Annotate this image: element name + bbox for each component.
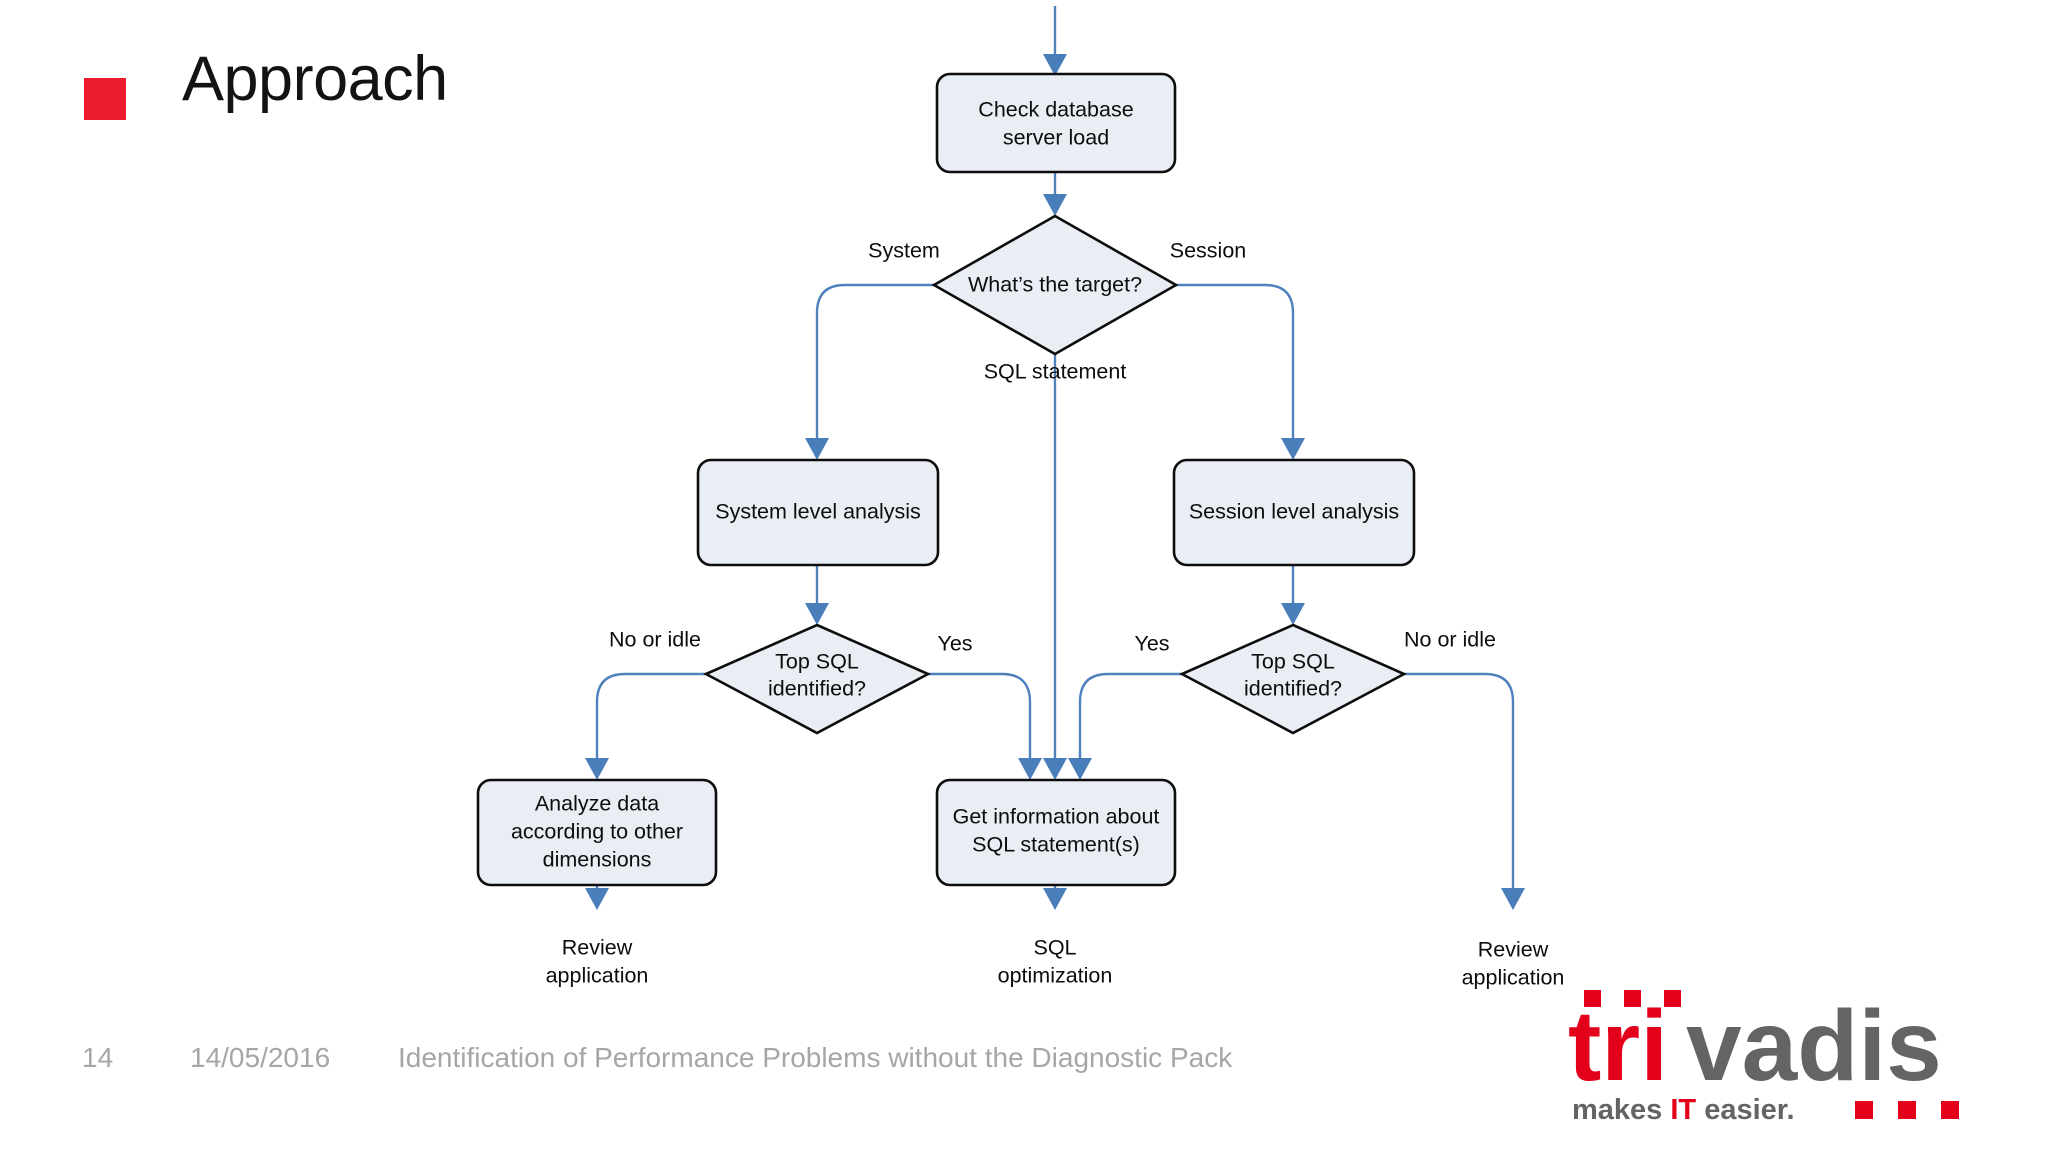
- node-label-line: identified?: [1244, 677, 1342, 701]
- edge-get-info-to-sql-optimization: [1043, 885, 1067, 910]
- footer-date: 14/05/2016: [190, 1042, 331, 1073]
- edge-top-sql-left-yes-to-get-info: [922, 672, 1042, 780]
- node-review-application-right: Review application: [1462, 938, 1565, 990]
- logo-tagline-post: easier.: [1696, 1094, 1794, 1126]
- node-label-line: Top SQL: [1251, 650, 1335, 674]
- edge-check-load-to-target-decision: [1043, 172, 1067, 216]
- terminal-label-line: optimization: [998, 964, 1113, 988]
- logo-tagline-accent: IT: [1670, 1094, 1696, 1126]
- node-label-line: server load: [1003, 126, 1109, 150]
- node-check-database-server-load[interactable]: Check database server load: [935, 72, 1177, 174]
- edge-entry-to-check-load: [1043, 6, 1067, 76]
- logo-dot-square: [1664, 990, 1681, 1007]
- node-label-line: Get information about: [953, 805, 1160, 829]
- slide-footer: 14 14/05/2016 Identification of Performa…: [0, 1020, 2048, 1152]
- edge-label-right-no-or-idle: No or idle: [1404, 628, 1496, 652]
- edge-target-to-system-analysis: [805, 283, 944, 460]
- logo-wordmark-red: tri: [1568, 990, 1668, 1102]
- node-label-line: Session level analysis: [1189, 500, 1399, 524]
- node-system-level-analysis[interactable]: System level analysis: [696, 458, 940, 567]
- footer-subject: Identification of Performance Problems w…: [398, 1042, 1233, 1073]
- edge-system-analysis-to-top-sql-left: [805, 565, 829, 625]
- terminal-label-line: application: [1462, 966, 1565, 990]
- node-whats-the-target-decision[interactable]: What’s the target?: [931, 214, 1179, 356]
- trivadis-logo: tri vadis makes IT easier.: [1568, 984, 2018, 1134]
- edge-label-left-no-or-idle: No or idle: [609, 628, 701, 652]
- logo-tagline-pre: makes: [1572, 1094, 1670, 1126]
- node-label-line: dimensions: [543, 848, 652, 872]
- edge-analyze-data-to-review-app: [585, 885, 609, 910]
- edge-top-sql-right-no-to-review-app: [1398, 672, 1525, 910]
- logo-dot-square: [1898, 1101, 1916, 1119]
- node-label-line: according to other: [511, 820, 683, 844]
- node-label-line: SQL statement(s): [972, 833, 1140, 857]
- node-label-line: System level analysis: [715, 500, 921, 524]
- logo-wordmark-gray: vadis: [1686, 990, 1942, 1102]
- node-label-line: identified?: [768, 677, 866, 701]
- node-label-line: Top SQL: [775, 650, 859, 674]
- terminal-label-line: Review: [562, 936, 633, 960]
- edge-session-analysis-to-top-sql-right: [1281, 565, 1305, 625]
- node-label-line: What’s the target?: [968, 273, 1142, 297]
- logo-dot-square: [1624, 990, 1641, 1007]
- edge-label-sql-statement: SQL statement: [984, 360, 1127, 384]
- edge-label-system: System: [868, 239, 940, 263]
- edge-top-sql-right-yes-to-get-info: [1068, 672, 1188, 780]
- edge-target-to-get-info-sql: [1043, 322, 1067, 780]
- logo-dot-square: [1941, 1101, 1959, 1119]
- title-bullet-square: [84, 78, 126, 120]
- page-title: Approach: [182, 44, 448, 114]
- logo-dot-square: [1584, 990, 1601, 1007]
- logo-dot-square: [1855, 1101, 1873, 1119]
- terminal-label-line: Review: [1478, 938, 1549, 962]
- edge-label-left-yes: Yes: [937, 632, 972, 656]
- edge-target-to-session-analysis: [1166, 283, 1305, 460]
- node-top-sql-identified-left[interactable]: Top SQL identified?: [703, 623, 931, 735]
- approach-flowchart: Check database server load What’s the ta…: [476, 6, 1565, 990]
- footer-slide-number: 14: [82, 1042, 114, 1073]
- node-label-line: Check database: [978, 98, 1133, 122]
- node-session-level-analysis[interactable]: Session level analysis: [1172, 458, 1416, 567]
- node-sql-optimization: SQL optimization: [998, 936, 1113, 988]
- node-top-sql-identified-right[interactable]: Top SQL identified?: [1179, 623, 1407, 735]
- node-analyze-data-other-dimensions[interactable]: Analyze data according to other dimensio…: [476, 778, 718, 887]
- node-label-line: Analyze data: [535, 792, 659, 816]
- edge-top-sql-left-no-to-analyze-data: [585, 672, 712, 780]
- edge-label-session: Session: [1170, 239, 1247, 263]
- edge-label-right-yes: Yes: [1134, 632, 1169, 656]
- terminal-label-line: application: [546, 964, 649, 988]
- slide-title-bar: Approach: [0, 40, 2048, 130]
- terminal-label-line: SQL: [1033, 936, 1076, 960]
- logo-tagline: makes IT easier.: [1572, 1094, 1795, 1126]
- node-review-application-left: Review application: [546, 936, 649, 988]
- node-get-information-about-sql-statements[interactable]: Get information about SQL statement(s): [935, 778, 1177, 887]
